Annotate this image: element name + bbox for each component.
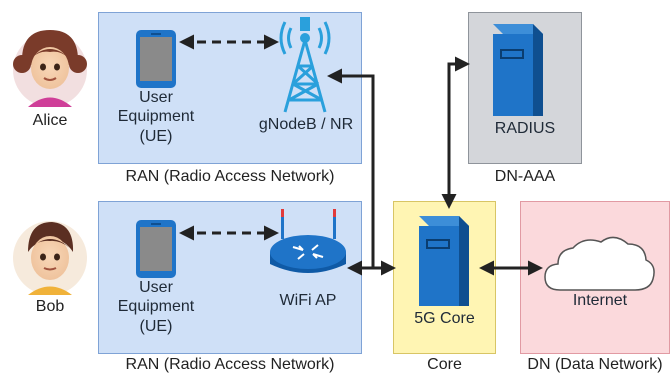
bob-label: Bob bbox=[35, 298, 65, 315]
ue-phone-icon-bottom bbox=[136, 220, 176, 278]
radius-server-icon bbox=[493, 24, 543, 116]
ue-label-top-line1: User bbox=[139, 89, 173, 106]
wifi-ap-label: WiFi AP bbox=[279, 292, 337, 309]
gnodeb-label: gNodeB / NR bbox=[258, 116, 354, 133]
core-title: Core bbox=[427, 356, 462, 373]
wifi-router-icon bbox=[270, 209, 346, 273]
dn-aaa-title: DN-AAA bbox=[494, 168, 556, 185]
radius-label: RADIUS bbox=[494, 120, 556, 137]
core-server-icon bbox=[419, 216, 469, 306]
alice-avatar-icon bbox=[13, 30, 87, 107]
ran-top-title: RAN (Radio Access Network) bbox=[125, 168, 335, 185]
dn-title: DN (Data Network) bbox=[527, 356, 663, 373]
internet-label: Internet bbox=[572, 292, 628, 309]
gnodeb-tower-icon bbox=[279, 21, 331, 113]
bob-avatar-icon bbox=[13, 221, 87, 295]
ue-label-bottom-line2: Equipment bbox=[117, 298, 195, 315]
alice-label: Alice bbox=[32, 112, 68, 129]
core-aaa-link bbox=[441, 56, 470, 209]
internet-cloud-icon bbox=[544, 236, 655, 291]
ue-label-bottom-line1: User bbox=[139, 279, 173, 296]
ue-label-top-line2: Equipment bbox=[117, 108, 195, 125]
ue-label-bottom-line3: (UE) bbox=[139, 318, 173, 335]
ran-bottom-title: RAN (Radio Access Network) bbox=[125, 356, 335, 373]
core-server-label: 5G Core bbox=[414, 310, 475, 327]
ue-phone-icon-top bbox=[136, 30, 176, 88]
ue-label-top-line3: (UE) bbox=[139, 128, 173, 145]
